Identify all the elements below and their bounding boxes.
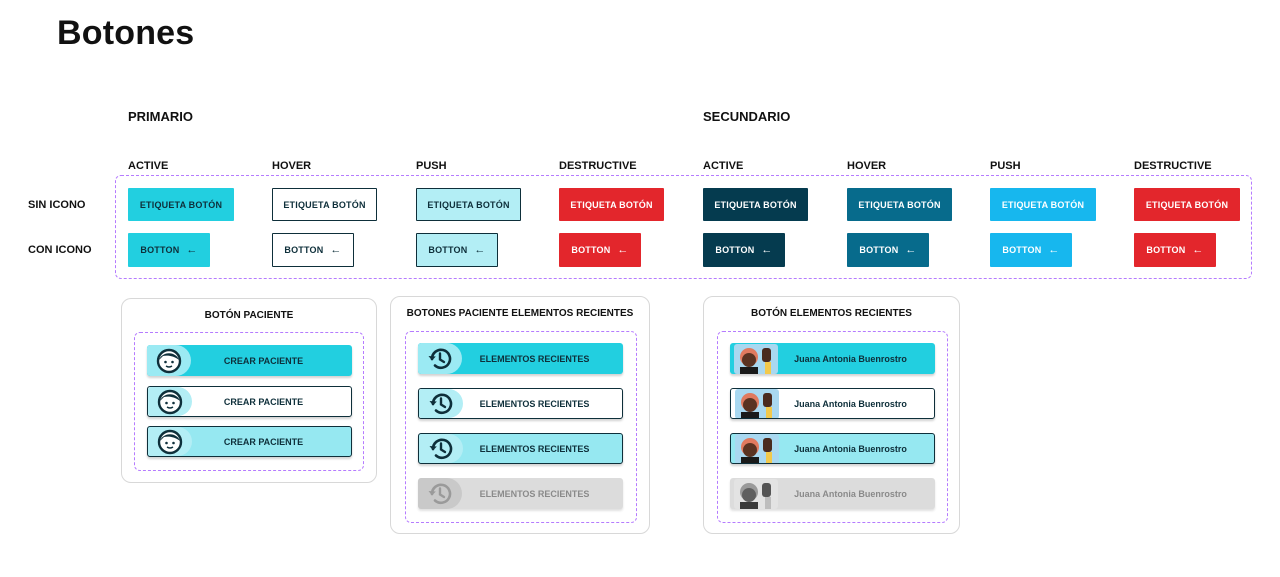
arrow-left-icon: ← bbox=[1192, 243, 1204, 256]
create-patient-button-hover[interactable]: CREAR PACIENTE bbox=[147, 386, 352, 417]
primary-push-icon-button[interactable]: BOTTON ← bbox=[416, 233, 498, 267]
recent-patient-button-push[interactable]: Juana Antonia Buenrostro bbox=[730, 433, 935, 464]
arrow-left-icon: ← bbox=[1048, 243, 1060, 256]
section-secondary-label: SECUNDARIO bbox=[703, 109, 791, 124]
col-secondary-active: ACTIVE bbox=[703, 160, 744, 172]
recent-patient-button-disabled: Juana Antonia Buenrostro bbox=[730, 478, 935, 509]
card-title: BOTONES PACIENTE ELEMENTOS RECIENTES bbox=[406, 308, 634, 319]
secondary-hover-icon-button[interactable]: BOTTON ← bbox=[847, 233, 929, 267]
recent-elements-button-hover[interactable]: ELEMENTOS RECIENTES bbox=[418, 388, 623, 419]
button-label: BOTTON bbox=[1146, 245, 1186, 255]
button-label: Juana Antonia Buenrostro bbox=[794, 488, 907, 499]
arrow-left-icon: ← bbox=[617, 243, 629, 256]
recent-items-frame bbox=[717, 331, 948, 523]
button-label: ELEMENTOS RECIENTES bbox=[479, 488, 590, 499]
avatar-icon bbox=[731, 434, 783, 463]
row-label-with-icon: CON ICONO bbox=[28, 244, 92, 256]
create-patient-button-active[interactable]: CREAR PACIENTE bbox=[147, 345, 352, 376]
button-label: BOTTON bbox=[140, 245, 180, 255]
button-label: CREAR PACIENTE bbox=[223, 355, 304, 366]
card-title: BOTÓN ELEMENTOS RECIENTES bbox=[751, 308, 912, 319]
secondary-destructive-button[interactable]: ETIQUETA BOTÓN bbox=[1134, 188, 1240, 221]
col-primary-destructive: DESTRUCTIVE bbox=[559, 160, 637, 172]
button-label: BOTTON bbox=[859, 245, 899, 255]
face-icon bbox=[148, 387, 192, 416]
col-secondary-hover: HOVER bbox=[847, 160, 887, 172]
button-label: Juana Antonia Buenrostro bbox=[794, 398, 907, 409]
history-icon bbox=[418, 343, 462, 374]
button-label: Juana Antonia Buenrostro bbox=[794, 353, 907, 364]
arrow-left-icon: ← bbox=[905, 243, 917, 256]
recent-elements-frame bbox=[405, 331, 637, 523]
arrow-left-icon: ← bbox=[330, 243, 342, 256]
primary-hover-button[interactable]: ETIQUETA BOTÓN bbox=[272, 188, 377, 221]
button-label: ELEMENTOS RECIENTES bbox=[479, 353, 590, 364]
button-label: BOTTON bbox=[428, 245, 468, 255]
secondary-push-icon-button[interactable]: BOTTON ← bbox=[990, 233, 1072, 267]
avatar-icon bbox=[730, 343, 782, 374]
secondary-hover-button[interactable]: ETIQUETA BOTÓN bbox=[847, 188, 952, 221]
primary-hover-icon-button[interactable]: BOTTON ← bbox=[272, 233, 354, 267]
button-label: CREAR PACIENTE bbox=[223, 396, 304, 407]
recent-patient-button-active[interactable]: Juana Antonia Buenrostro bbox=[730, 343, 935, 374]
secondary-active-icon-button[interactable]: BOTTON ← bbox=[703, 233, 785, 267]
recent-elements-button-disabled: ELEMENTOS RECIENTES bbox=[418, 478, 623, 509]
col-primary-push: PUSH bbox=[416, 160, 447, 172]
arrow-left-icon: ← bbox=[474, 243, 486, 256]
create-patient-button-push[interactable]: CREAR PACIENTE bbox=[147, 426, 352, 457]
patient-button-frame bbox=[134, 332, 364, 471]
col-primary-hover: HOVER bbox=[272, 160, 312, 172]
button-label: Juana Antonia Buenrostro bbox=[794, 443, 907, 454]
primary-destructive-icon-button[interactable]: BOTTON ← bbox=[559, 233, 641, 267]
button-label: BOTTON bbox=[1002, 245, 1042, 255]
secondary-destructive-icon-button[interactable]: BOTTON ← bbox=[1134, 233, 1216, 267]
recent-elements-card: BOTONES PACIENTE ELEMENTOS RECIENTES ELE… bbox=[390, 296, 650, 534]
face-icon bbox=[147, 345, 191, 376]
col-secondary-destructive: DESTRUCTIVE bbox=[1134, 160, 1212, 172]
page-title: Botones bbox=[57, 14, 195, 52]
patient-button-card: BOTÓN PACIENTE CREAR PACIENTE CREAR PACI… bbox=[121, 298, 377, 483]
button-label: CREAR PACIENTE bbox=[223, 436, 304, 447]
arrow-left-icon: ← bbox=[761, 243, 773, 256]
secondary-push-button[interactable]: ETIQUETA BOTÓN bbox=[990, 188, 1096, 221]
col-primary-active: ACTIVE bbox=[128, 160, 169, 172]
button-label: BOTTON bbox=[715, 245, 755, 255]
avatar-icon bbox=[731, 389, 783, 418]
secondary-active-button[interactable]: ETIQUETA BOTÓN bbox=[703, 188, 808, 221]
avatar-icon bbox=[730, 478, 782, 509]
card-title: BOTÓN PACIENTE bbox=[204, 310, 294, 321]
button-label: BOTTON bbox=[284, 245, 324, 255]
primary-active-icon-button[interactable]: BOTTON ← bbox=[128, 233, 210, 267]
button-label: ELEMENTOS RECIENTES bbox=[479, 398, 590, 409]
button-label: ELEMENTOS RECIENTES bbox=[479, 443, 590, 454]
primary-push-button[interactable]: ETIQUETA BOTÓN bbox=[416, 188, 521, 221]
primary-destructive-button[interactable]: ETIQUETA BOTÓN bbox=[559, 188, 664, 221]
history-icon bbox=[418, 478, 462, 509]
recent-elements-button-push[interactable]: ELEMENTOS RECIENTES bbox=[418, 433, 623, 464]
face-icon bbox=[148, 427, 192, 456]
recent-patient-button-hover[interactable]: Juana Antonia Buenrostro bbox=[730, 388, 935, 419]
col-secondary-push: PUSH bbox=[990, 160, 1021, 172]
section-primary-label: PRIMARIO bbox=[128, 109, 193, 124]
arrow-left-icon: ← bbox=[186, 243, 198, 256]
button-label: BOTTON bbox=[571, 245, 611, 255]
primary-active-button[interactable]: ETIQUETA BOTÓN bbox=[128, 188, 234, 221]
history-icon bbox=[419, 434, 463, 463]
row-label-no-icon: SIN ICONO bbox=[28, 199, 86, 211]
history-icon bbox=[419, 389, 463, 418]
recent-items-card: BOTÓN ELEMENTOS RECIENTES Juana Antonia … bbox=[703, 296, 960, 534]
recent-elements-button-active[interactable]: ELEMENTOS RECIENTES bbox=[418, 343, 623, 374]
button-grid-frame bbox=[115, 175, 1252, 279]
